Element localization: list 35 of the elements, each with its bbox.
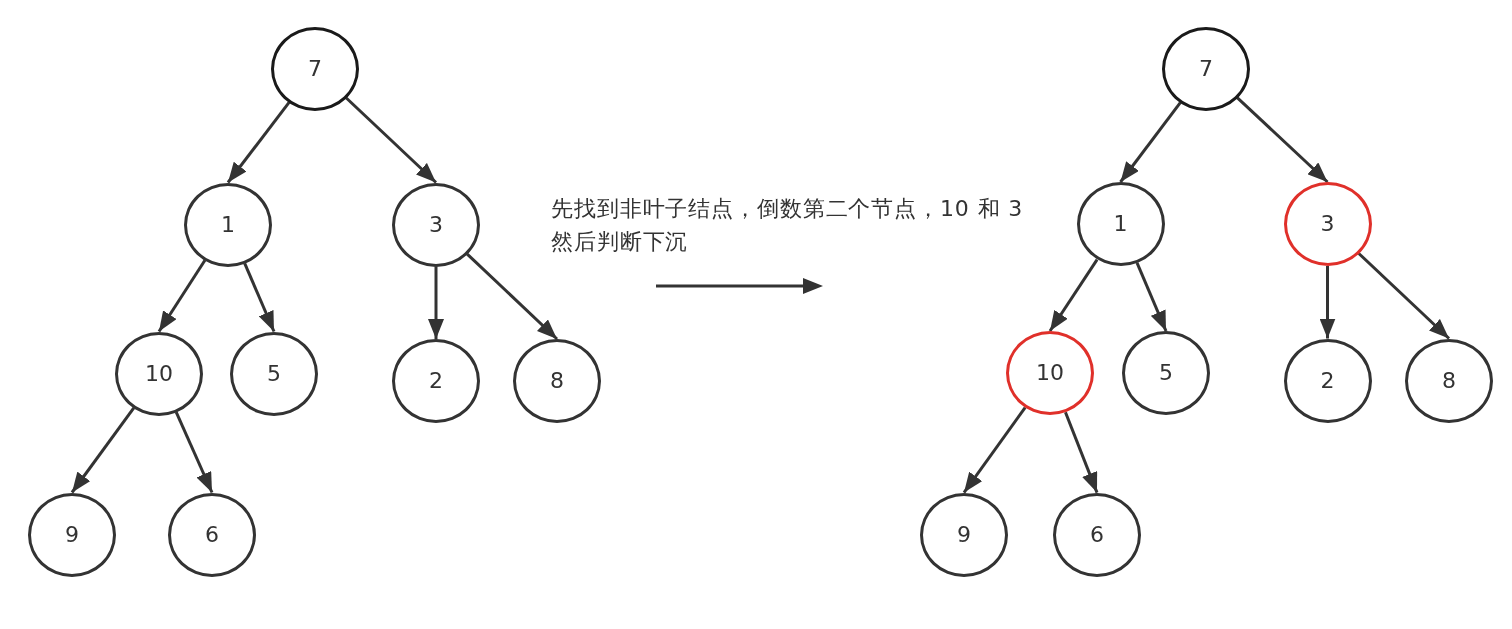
tree-node: 2 (392, 339, 480, 423)
tree-node: 5 (1122, 331, 1210, 415)
arrow (1048, 258, 1099, 332)
arrow (1119, 101, 1182, 183)
arrow (428, 266, 444, 339)
arrow (1064, 411, 1099, 494)
arrow (1319, 266, 1336, 339)
tree-node: 1 (1076, 182, 1165, 266)
arrow (1135, 262, 1168, 332)
arrow (70, 407, 136, 494)
tree-node: 6 (168, 492, 256, 577)
tree-node: 3 (1283, 182, 1372, 266)
tree-node: 9 (920, 492, 1008, 577)
tree-node: 6 (1053, 492, 1141, 577)
tree-node: 10 (1006, 331, 1094, 415)
arrow (1357, 252, 1451, 340)
tree-node: 10 (115, 331, 203, 416)
arrow (962, 406, 1027, 494)
arrow (243, 262, 276, 333)
tree-node: 7 (1162, 26, 1250, 111)
tree-node: 2 (1283, 338, 1372, 423)
tree-node: 8 (513, 339, 601, 423)
tree-node: 5 (230, 331, 318, 416)
arrow (466, 253, 559, 341)
note-text: 先找到非叶子结点，倒数第二个节点，10 和 3然后判断下沉 (551, 195, 1025, 256)
arrow (1236, 96, 1329, 184)
arrow (174, 411, 214, 494)
arrow (345, 96, 438, 184)
tree-node: 8 (1405, 338, 1493, 423)
tree-node: 7 (271, 26, 359, 111)
tree-node: 3 (392, 182, 480, 267)
tree-node: 1 (184, 182, 272, 267)
arrow (226, 101, 291, 184)
arrow (157, 259, 207, 333)
tree-node: 9 (28, 492, 116, 577)
